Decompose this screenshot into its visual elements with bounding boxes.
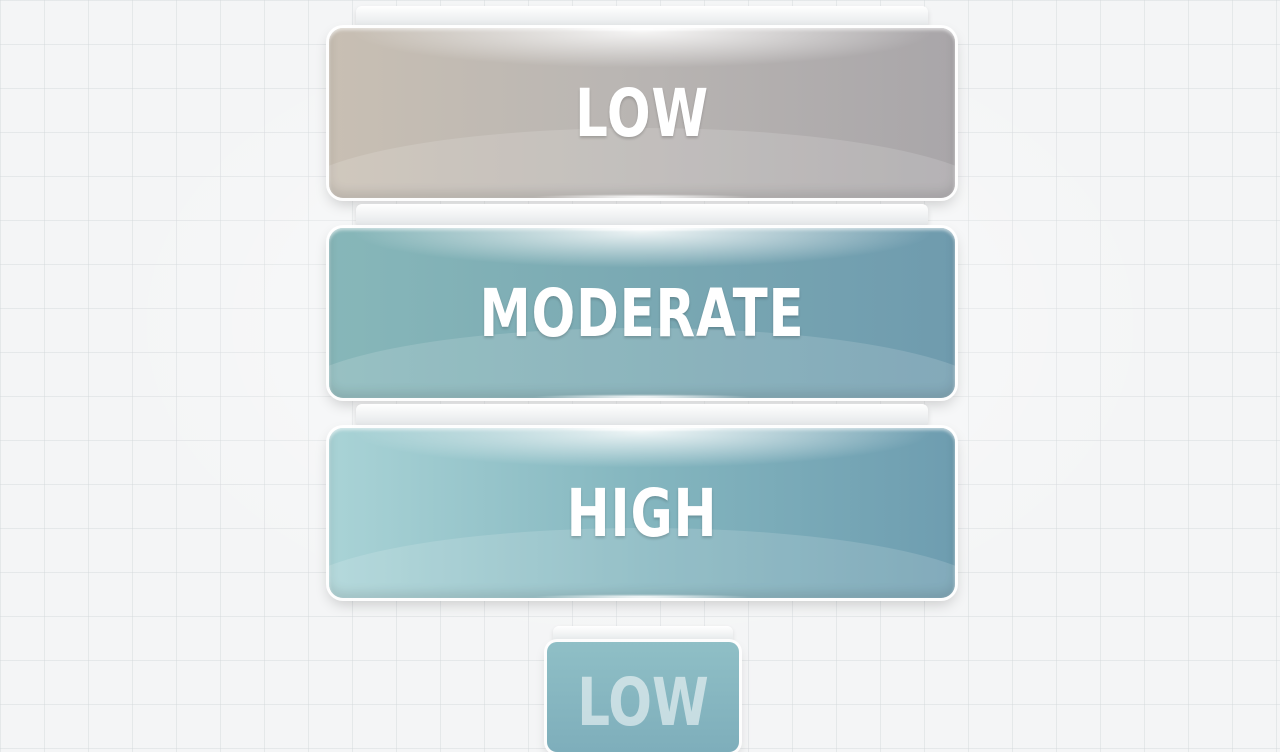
top-glint	[552, 428, 732, 432]
low-button[interactable]: LOW	[329, 28, 955, 198]
backplate-moderate	[356, 204, 928, 226]
low-button-label: LOW	[575, 74, 709, 152]
top-glint	[552, 228, 732, 232]
partial-low-button[interactable]: LOW	[547, 642, 739, 752]
moderate-button-label: MODERATE	[479, 274, 805, 352]
high-button-label: HIGH	[566, 474, 718, 552]
backplate-low	[356, 6, 928, 28]
backplate-high	[356, 404, 928, 426]
level-button-stack: LOW MODERATE HIGH LOW	[329, 6, 955, 752]
top-glint	[552, 28, 732, 32]
high-button[interactable]: HIGH	[329, 428, 955, 598]
backplate-partial	[553, 626, 733, 644]
moderate-button[interactable]: MODERATE	[329, 228, 955, 398]
partial-low-button-label: LOW	[577, 664, 709, 741]
